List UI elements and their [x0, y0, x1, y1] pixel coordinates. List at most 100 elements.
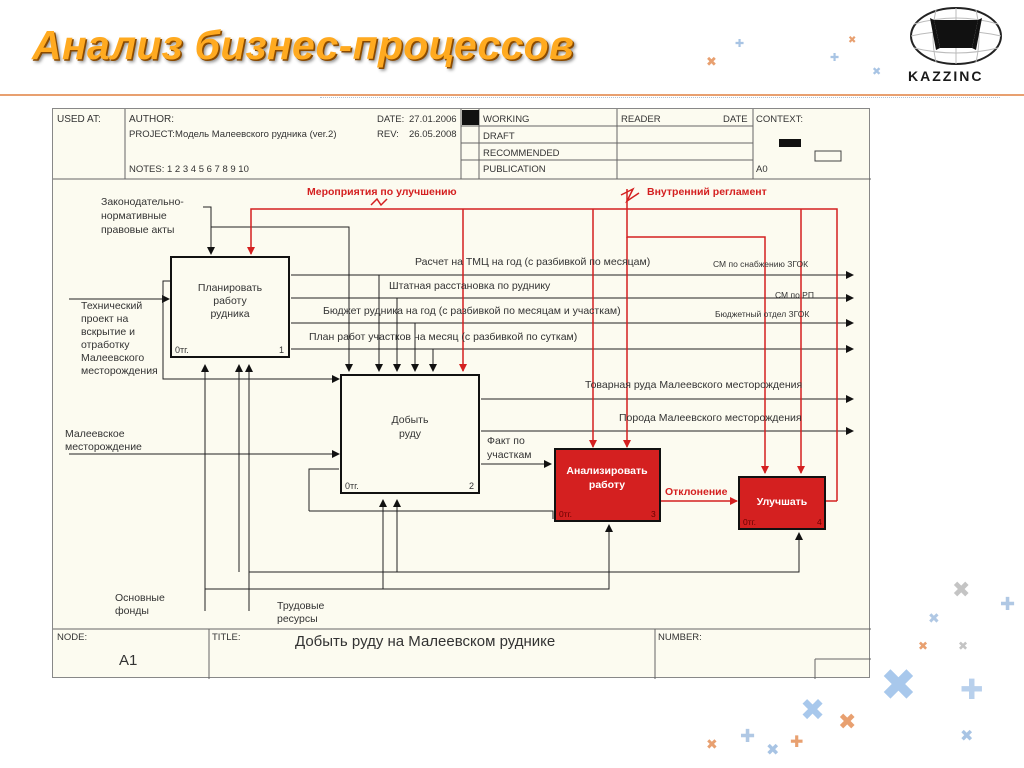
fixed-assets-label-2: фонды [115, 605, 149, 617]
deposit-label-2: месторождение [65, 441, 142, 453]
kazzinc-logo-text: KAZZINC [908, 68, 984, 84]
deviation-label: Отклонение [665, 486, 728, 498]
decor-cross: ✖ [918, 639, 929, 653]
box-3-number: 3 [651, 509, 656, 519]
decor-cross: ✚ [735, 37, 745, 50]
box-4-label: Улучшать [757, 496, 808, 508]
decor-cross: ✚ [790, 732, 804, 751]
node-value: A1 [119, 652, 137, 669]
box-4-cost: 0тг. [743, 517, 756, 527]
number-label: NUMBER: [658, 632, 702, 643]
rev-label: REV: [377, 129, 399, 140]
labor-label-1: Трудовые [277, 600, 325, 612]
sm-rp-label: СМ по РП [775, 290, 814, 300]
context-node: A0 [756, 164, 768, 175]
context-marker-empty [814, 150, 842, 162]
decor-cross: ✖ [838, 710, 857, 735]
actual-by-sites-label-2: участкам [487, 449, 532, 461]
decor-cross: ✖ [872, 65, 882, 78]
internal-regulation-label: Внутренний регламент [647, 186, 767, 198]
idef0-diagram: USED AT: AUTHOR: PROJECT: Модель Малеевс… [52, 108, 871, 679]
box-2-label-line-1: Добыть [392, 414, 429, 426]
status-draft: DRAFT [483, 131, 515, 142]
decor-cross: ✖ [848, 35, 857, 46]
box-3-label-line-2: работу [589, 479, 625, 491]
box-1-label-line-3: рудника [210, 308, 249, 320]
box-3-cost: 0тг. [559, 509, 572, 519]
title-divider-dotted [320, 97, 1000, 98]
box-2-number: 2 [469, 481, 474, 491]
working-status-marker [462, 110, 479, 125]
status-working: WORKING [483, 114, 529, 125]
used-at-label: USED AT: [57, 114, 101, 125]
activity-box-2: Добыть руду 0тг. 2 [340, 374, 480, 494]
reader-label: READER [621, 114, 661, 125]
budget-label: Бюджет рудника на год (с разбивкой по ме… [323, 305, 621, 317]
sm-supply-label: СМ по снабжению ЗГОК [713, 259, 808, 269]
legal-acts-label-1: Законодательно- [101, 196, 184, 208]
box-1-label-line-2: работу [213, 295, 247, 307]
box-1-number: 1 [279, 345, 284, 355]
rev-value: 26.05.2008 [409, 129, 457, 140]
decor-cross: ✚ [830, 51, 840, 64]
context-marker-filled [779, 139, 801, 147]
box-1-cost: 0тг. [175, 345, 189, 355]
tech-project-label-1: Технический [81, 300, 142, 312]
activity-box-3: Анализировать работу 0тг. 3 [554, 448, 661, 522]
box-4-number: 4 [817, 517, 822, 527]
title-label: TITLE: [212, 632, 241, 643]
reader-date-label: DATE [723, 114, 748, 125]
improvement-measures-label: Мероприятия по улучшению [307, 186, 457, 198]
node-label: NODE: [57, 632, 87, 643]
box-2-label-line-2: руду [399, 428, 422, 440]
decor-cross: ✖ [880, 660, 917, 711]
box-1-label-line-1: Планировать [198, 282, 263, 294]
decor-cross: ✖ [766, 740, 780, 759]
arrows-black [69, 206, 854, 611]
fixed-assets-label-1: Основные [115, 592, 165, 604]
decor-cross: ✚ [740, 726, 756, 747]
box-3-label-line-1: Анализировать [566, 465, 648, 477]
decor-cross: ✖ [800, 693, 826, 728]
project-label: PROJECT: [129, 129, 175, 140]
date-label: DATE: [377, 114, 404, 125]
decor-cross: ✖ [706, 737, 718, 753]
tmc-calc-label: Расчет на ТМЦ на год (с разбивкой по мес… [415, 256, 650, 268]
legal-acts-label-2: нормативные [101, 210, 167, 222]
decor-cross: ✖ [928, 611, 940, 627]
activity-box-4: Улучшать 0тг. 4 [738, 476, 826, 530]
slide-title: Анализ бизнес-процессов [32, 22, 575, 68]
tech-project-label-3: вскрытие и [81, 326, 135, 338]
tech-project-label-5: Малеевского [81, 352, 144, 364]
title-divider [0, 94, 1024, 96]
tech-project-label-6: месторождения [81, 365, 158, 377]
tech-project-label-4: отработку [81, 339, 130, 351]
tech-project-label-2: проект на [81, 313, 128, 325]
legal-acts-label-3: правовые акты [101, 224, 174, 236]
diagram-title: Добыть руду на Малеевском руднике [295, 633, 555, 650]
frame-header [53, 109, 871, 180]
decor-cross: ✖ [706, 55, 717, 70]
staffing-label: Штатная расстановка по руднику [389, 280, 551, 292]
frame-footer [53, 628, 871, 679]
commodity-ore-label: Товарная руда Малеевского месторождения [585, 379, 802, 391]
box-2-cost: 0тг. [345, 481, 359, 491]
site-plan-label: План работ участков на месяц (с разбивко… [309, 331, 577, 343]
decor-cross: ✖ [952, 578, 971, 603]
status-recommended: RECOMMENDED [483, 148, 560, 159]
activity-box-1: Планировать работу рудника 0тг. 1 [170, 256, 290, 358]
waste-rock-label: Порода Малеевского месторождения [619, 412, 802, 424]
labor-label-2: ресурсы [277, 613, 318, 625]
decor-cross: ✖ [960, 726, 974, 745]
project-name: Модель Малеевского рудника (ver.2) [175, 129, 337, 140]
arrows-red [247, 187, 838, 505]
actual-by-sites-label-1: Факт по [487, 435, 525, 447]
date-value: 27.01.2006 [409, 114, 457, 125]
decor-cross: ✚ [960, 673, 984, 706]
decor-cross: ✚ [1000, 594, 1016, 615]
deposit-label-1: Малеевское [65, 428, 125, 440]
status-publication: PUBLICATION [483, 164, 546, 175]
context-label: CONTEXT: [756, 114, 803, 125]
notes-label: NOTES: 1 2 3 4 5 6 7 8 9 10 [129, 164, 249, 175]
decor-cross: ✖ [958, 639, 969, 653]
